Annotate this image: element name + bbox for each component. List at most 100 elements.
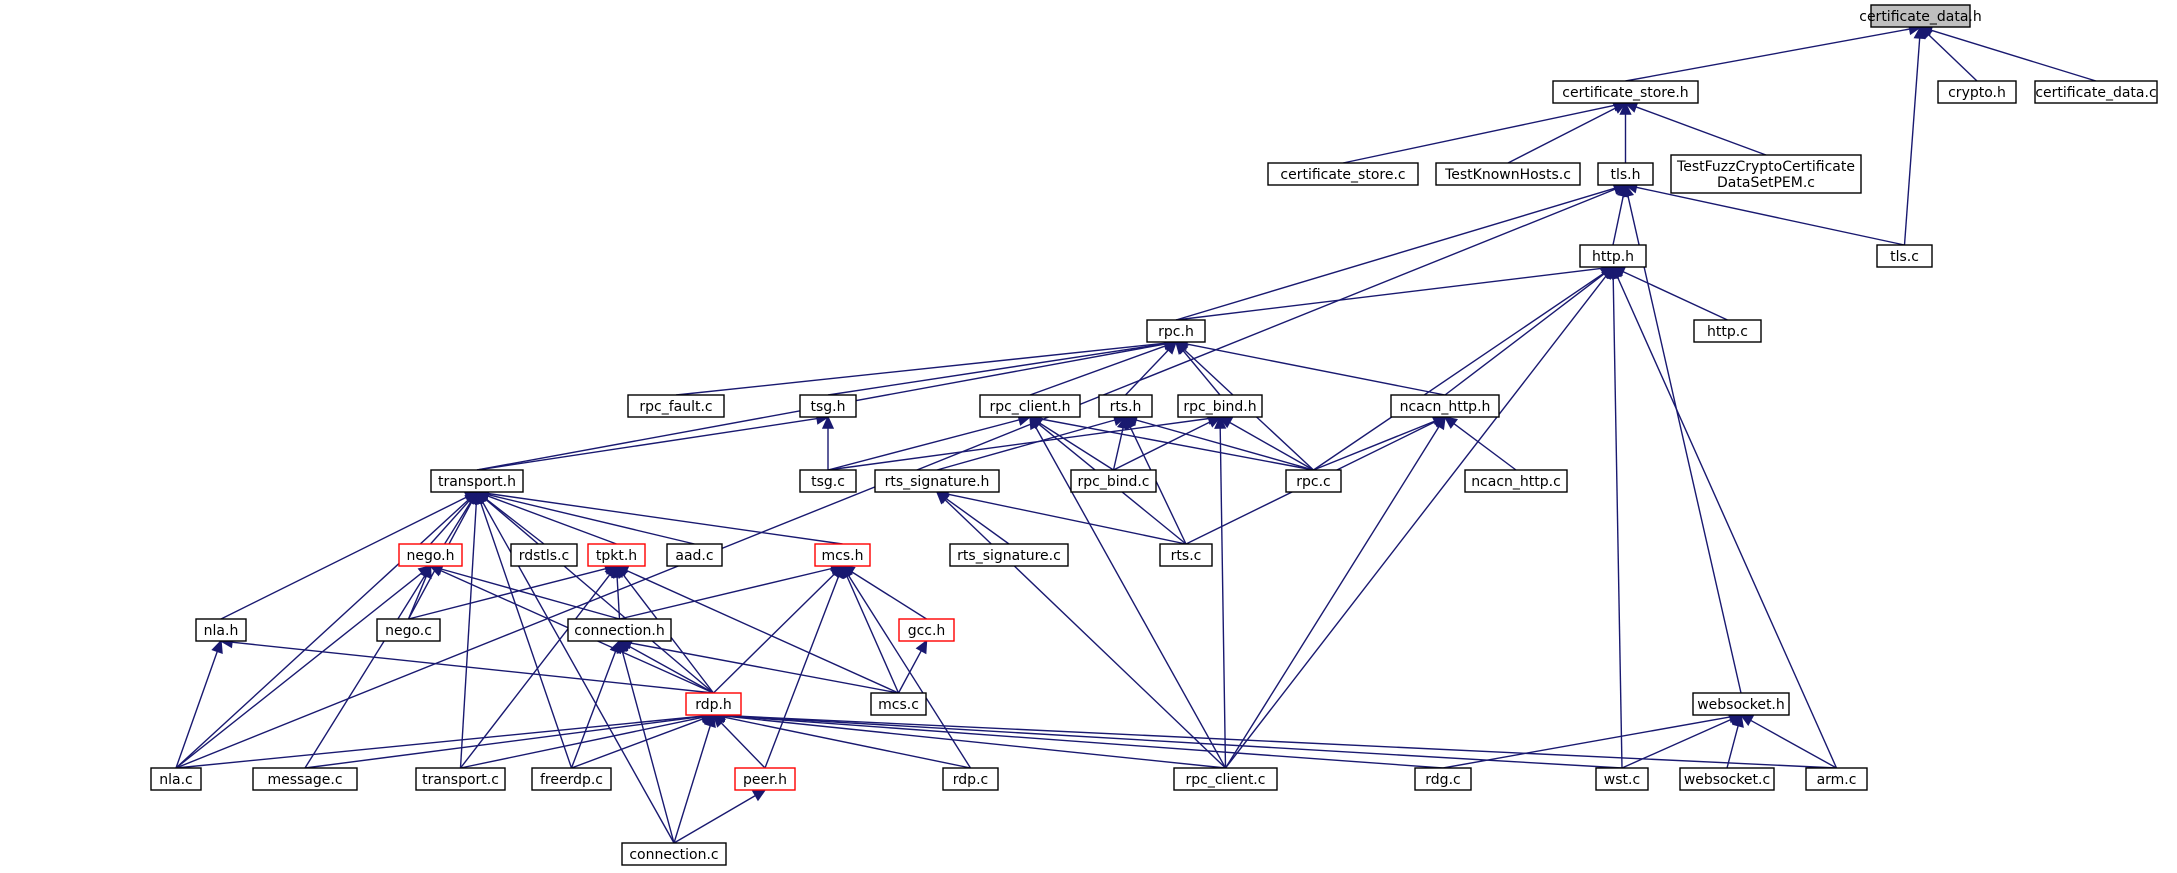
- node-box[interactable]: [1692, 692, 1790, 716]
- node-rpc-bind-c[interactable]: rpc_bind.c: [1070, 469, 1157, 493]
- node-box[interactable]: [1285, 469, 1342, 493]
- node-testknownhosts-c[interactable]: TestKnownHosts.c: [1435, 162, 1581, 186]
- node-box[interactable]: [1679, 767, 1775, 791]
- node-box[interactable]: [567, 618, 672, 642]
- node-box[interactable]: [734, 767, 796, 791]
- node-box[interactable]: [1414, 767, 1472, 791]
- node-tpkt-h[interactable]: tpkt.h: [587, 543, 646, 567]
- node-rpc-bind-h[interactable]: rpc_bind.h: [1177, 394, 1263, 418]
- node-rpc-client-c[interactable]: rpc_client.c: [1173, 767, 1278, 791]
- node-box[interactable]: [1670, 154, 1862, 194]
- node-box[interactable]: [531, 767, 612, 791]
- node-tls-h[interactable]: tls.h: [1597, 162, 1654, 186]
- node-box[interactable]: [2034, 80, 2158, 104]
- node-box[interactable]: [1390, 394, 1500, 418]
- node-arm-c[interactable]: arm.c: [1805, 767, 1868, 791]
- node-box[interactable]: [898, 618, 955, 642]
- node-box[interactable]: [1173, 767, 1278, 791]
- node-box[interactable]: [376, 618, 441, 642]
- node-certificate-store-h[interactable]: certificate_store.h: [1552, 80, 1699, 104]
- node-mcs-c[interactable]: mcs.c: [870, 692, 927, 716]
- node-box[interactable]: [870, 692, 927, 716]
- node-box[interactable]: [1435, 162, 1581, 186]
- node-nla-c[interactable]: nla.c: [150, 767, 202, 791]
- node-box[interactable]: [1870, 4, 1971, 28]
- node-rts-signature-h[interactable]: rts_signature.h: [874, 469, 1000, 493]
- node-tls-c[interactable]: tls.c: [1876, 244, 1933, 268]
- node-rdp-h[interactable]: rdp.h: [685, 692, 742, 716]
- node-box[interactable]: [430, 469, 524, 493]
- node-box[interactable]: [949, 543, 1069, 567]
- node-box[interactable]: [1267, 162, 1419, 186]
- node-box[interactable]: [1805, 767, 1868, 791]
- node-transport-c[interactable]: transport.c: [415, 767, 506, 791]
- node-websocket-h[interactable]: websocket.h: [1692, 692, 1790, 716]
- node-rpc-c[interactable]: rpc.c: [1285, 469, 1342, 493]
- node-aad-c[interactable]: aad.c: [666, 543, 723, 567]
- node-box[interactable]: [1177, 394, 1263, 418]
- node-freerdp-c[interactable]: freerdp.c: [531, 767, 612, 791]
- node-box[interactable]: [627, 394, 725, 418]
- node-http-c[interactable]: http.c: [1693, 319, 1762, 343]
- node-box[interactable]: [1464, 469, 1568, 493]
- node-box[interactable]: [621, 842, 727, 866]
- node-rpc-fault-c[interactable]: rpc_fault.c: [627, 394, 725, 418]
- node-nego-h[interactable]: nego.h: [398, 543, 463, 567]
- node-websocket-c[interactable]: websocket.c: [1679, 767, 1775, 791]
- node-box[interactable]: [398, 543, 463, 567]
- node-rpc-h[interactable]: rpc.h: [1146, 319, 1206, 343]
- node-rts-c[interactable]: rts.c: [1159, 543, 1213, 567]
- node-ncacn-http-h[interactable]: ncacn_http.h: [1390, 394, 1500, 418]
- node-rts-h[interactable]: rts.h: [1098, 394, 1153, 418]
- node-box[interactable]: [150, 767, 202, 791]
- node-box[interactable]: [1098, 394, 1153, 418]
- node-tsg-h[interactable]: tsg.h: [799, 394, 857, 418]
- node-wst-c[interactable]: wst.c: [1595, 767, 1649, 791]
- node-transport-h[interactable]: transport.h: [430, 469, 524, 493]
- node-connection-h[interactable]: connection.h: [567, 618, 672, 642]
- node-rpc-client-h[interactable]: rpc_client.h: [979, 394, 1081, 418]
- node-box[interactable]: [1159, 543, 1213, 567]
- node-box[interactable]: [685, 692, 742, 716]
- node-gcc-h[interactable]: gcc.h: [898, 618, 955, 642]
- node-box[interactable]: [252, 767, 358, 791]
- node-box[interactable]: [1597, 162, 1654, 186]
- node-box[interactable]: [942, 767, 999, 791]
- node-nego-c[interactable]: nego.c: [376, 618, 441, 642]
- node-box[interactable]: [1937, 80, 2017, 104]
- node-crypto-h[interactable]: crypto.h: [1937, 80, 2017, 104]
- node-certificate-data-c[interactable]: certificate_data.c: [2034, 80, 2158, 104]
- node-connection-c[interactable]: connection.c: [621, 842, 727, 866]
- node-rdstls-c[interactable]: rdstls.c: [510, 543, 578, 567]
- node-box[interactable]: [979, 394, 1081, 418]
- node-box[interactable]: [1070, 469, 1157, 493]
- node-box[interactable]: [1693, 319, 1762, 343]
- node-rts-signature-c[interactable]: rts_signature.c: [949, 543, 1069, 567]
- node-box[interactable]: [587, 543, 646, 567]
- node-nla-h[interactable]: nla.h: [195, 618, 247, 642]
- node-box[interactable]: [1595, 767, 1649, 791]
- node-box[interactable]: [1579, 244, 1647, 268]
- node-box[interactable]: [874, 469, 1000, 493]
- node-certificate-data-h[interactable]: certificate_data.h: [1859, 4, 1982, 28]
- node-box[interactable]: [1876, 244, 1933, 268]
- node-box[interactable]: [666, 543, 723, 567]
- node-box[interactable]: [510, 543, 578, 567]
- node-box[interactable]: [195, 618, 247, 642]
- node-box[interactable]: [415, 767, 506, 791]
- node-box[interactable]: [1146, 319, 1206, 343]
- node-http-h[interactable]: http.h: [1579, 244, 1647, 268]
- node-box[interactable]: [1552, 80, 1699, 104]
- node-box[interactable]: [799, 394, 857, 418]
- node-ncacn-http-c[interactable]: ncacn_http.c: [1464, 469, 1568, 493]
- node-tsg-c[interactable]: tsg.c: [799, 469, 857, 493]
- node-box[interactable]: [814, 543, 871, 567]
- node-certificate-store-c[interactable]: certificate_store.c: [1267, 162, 1419, 186]
- node-message-c[interactable]: message.c: [252, 767, 358, 791]
- node-rdg-c[interactable]: rdg.c: [1414, 767, 1472, 791]
- node-mcs-h[interactable]: mcs.h: [814, 543, 871, 567]
- node-rdp-c[interactable]: rdp.c: [942, 767, 999, 791]
- node-box[interactable]: [799, 469, 857, 493]
- node-peer-h[interactable]: peer.h: [734, 767, 796, 791]
